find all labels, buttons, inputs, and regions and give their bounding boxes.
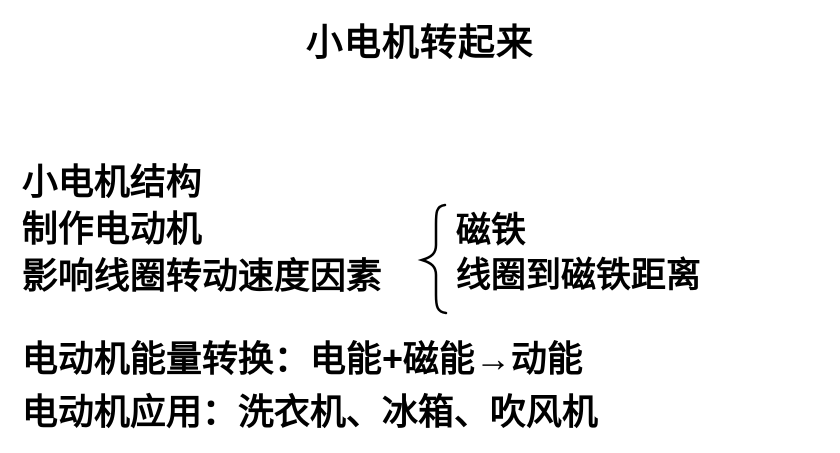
outline-item-structure: 小电机结构	[22, 161, 203, 202]
branch-item-magnet: 磁铁	[456, 211, 527, 250]
note-applications: 电动机应用：洗衣机、冰箱、吹风机	[22, 391, 599, 432]
left-brace-icon	[417, 203, 448, 315]
branch-list: 磁铁 线圈到磁铁距离	[456, 208, 701, 298]
branch-item-coil-distance: 线圈到磁铁距离	[456, 256, 702, 295]
outline-item-make-motor: 制作电动机	[22, 208, 203, 249]
note-energy-conversion: 电动机能量转换：电能+磁能→动能	[22, 338, 584, 379]
page-title: 小电机转起来	[306, 22, 534, 63]
outline-list: 小电机结构 制作电动机 影响线圈转动速度因素	[22, 158, 382, 299]
outline-item-speed-factors: 影响线圈转动速度因素	[22, 255, 383, 296]
notes-block: 电动机能量转换：电能+磁能→动能 电动机应用：洗衣机、冰箱、吹风机	[22, 332, 598, 438]
